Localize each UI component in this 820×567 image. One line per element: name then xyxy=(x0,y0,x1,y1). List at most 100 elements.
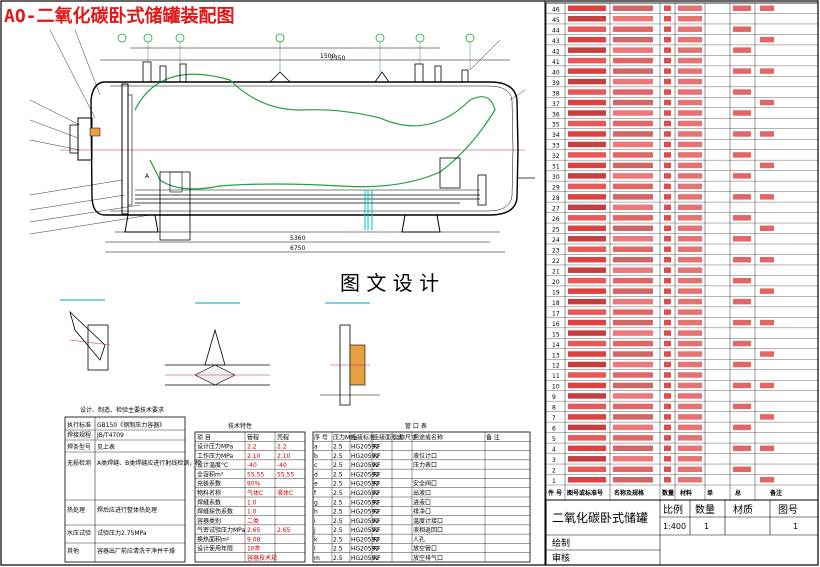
bom-row-number: 37 xyxy=(552,101,560,108)
nozzle-cell: 序 号 xyxy=(314,433,328,441)
bom-row-number: 36 xyxy=(552,111,560,118)
nozzle-cell: 2.5 xyxy=(333,462,343,469)
bom-cell-mark xyxy=(664,36,671,43)
bom-cell-mark xyxy=(733,298,751,305)
nozzle-cell: 用途或名称 xyxy=(413,433,443,441)
bom-cell-mark xyxy=(678,477,702,483)
bom-row-number: 33 xyxy=(552,143,560,150)
bom-cell-mark xyxy=(568,403,606,410)
nozzle-cell: 放空排气口 xyxy=(413,554,443,562)
tb-qty-value: 1 xyxy=(704,522,709,531)
drawing-title: AO-二氧化碳卧式储罐装配图 xyxy=(4,5,235,27)
bom-cell-mark xyxy=(733,26,751,32)
tech-cell: -40 xyxy=(277,462,287,469)
bom-cell-mark xyxy=(678,120,702,127)
bom-cell-mark xyxy=(678,256,702,263)
nozzle-cell: 2.5 xyxy=(333,481,343,488)
notes-row-label: 焊条型号 xyxy=(67,443,91,451)
bom-cell-mark xyxy=(733,382,751,389)
nozzle-cell: HG20592 xyxy=(351,490,379,497)
nozzle-cell: HG20592 xyxy=(351,444,379,451)
nozzle-cell: 2.5 xyxy=(333,555,343,562)
nozzle-cell: 2.5 xyxy=(333,444,343,451)
bom-cell-mark xyxy=(613,319,653,326)
nozzle-cell: RF xyxy=(373,518,381,525)
bom-cell-mark xyxy=(733,131,751,137)
nozzle-cell: a xyxy=(314,444,318,451)
bom-row-number: 44 xyxy=(552,27,560,34)
bom-cell-mark xyxy=(613,403,653,410)
bom-cell-mark xyxy=(568,309,606,315)
svg-text:管 口 表: 管 口 表 xyxy=(405,422,427,430)
bom-cell-mark xyxy=(568,183,606,190)
bom-cell-mark xyxy=(613,445,653,452)
bom-cell-mark xyxy=(664,382,671,389)
nozzle-cell: 放空管口 xyxy=(413,545,437,553)
nozzle-cell: RF xyxy=(373,555,381,562)
bom-cell-mark xyxy=(568,340,606,347)
bom-cell-mark xyxy=(568,246,606,252)
bom-cell-mark xyxy=(568,89,606,95)
detail-section-1 xyxy=(60,299,111,371)
channel-box xyxy=(77,117,93,161)
bom-row-number: 18 xyxy=(552,300,560,307)
bom-cell-mark xyxy=(678,152,702,158)
nozzle-cell: 2.5 xyxy=(333,527,343,534)
bom-row-number: 3 xyxy=(552,457,556,464)
bom-cell-mark xyxy=(568,277,606,284)
vessel-main-view: 1500 5360 6750 235 xyxy=(29,29,535,253)
nozzle-cell: 2.5 xyxy=(333,490,343,497)
bom-cell-mark xyxy=(613,110,653,116)
notes-row-label: 其他 xyxy=(67,547,79,555)
tech-cell: 55.55 xyxy=(277,471,294,478)
bom-cell-mark xyxy=(733,110,751,116)
nozzle-cell: HG20592 xyxy=(351,499,379,506)
bom-cell-mark xyxy=(664,99,671,106)
bom-row-number: 12 xyxy=(552,363,560,370)
bom-cell-mark xyxy=(568,162,606,169)
bom-cell-mark xyxy=(613,225,653,232)
bom-cell-mark xyxy=(613,57,653,64)
nozzle-cell: l xyxy=(314,546,316,553)
bom-header-cell: 总 xyxy=(735,489,741,497)
bom-cell-mark xyxy=(613,183,653,190)
bom-cell-mark xyxy=(613,382,653,389)
bom-cell-mark xyxy=(678,298,702,305)
tech-cell: 2.2 xyxy=(277,444,287,451)
bom-cell-mark xyxy=(664,309,671,315)
bom-cell-mark xyxy=(613,131,653,137)
bom-cell-mark xyxy=(568,319,606,326)
bom-cell-mark xyxy=(678,456,702,462)
tech-cell: 焊缝系数 xyxy=(197,498,221,506)
bom-cell-mark xyxy=(664,89,671,95)
bom-cell-mark xyxy=(664,15,671,22)
bom-cell-mark xyxy=(613,361,653,368)
nozzle-cell: 2.5 xyxy=(333,509,343,516)
nozzle-cell: HG20592 xyxy=(351,481,379,488)
bom-header-cell: 名称及规格 xyxy=(614,489,645,497)
bom-cell-mark xyxy=(678,445,702,452)
bom-row-number: 26 xyxy=(552,216,560,223)
bom-cell-mark xyxy=(664,414,671,420)
dim-bottom-3: 2350 xyxy=(330,55,345,62)
tb-checked-label: 审核 xyxy=(552,552,570,564)
bom-row-number: 21 xyxy=(552,268,560,275)
bom-table: 4645444342414039383736353433323130292827… xyxy=(545,2,819,501)
tb-scale-label: 比例 xyxy=(663,503,683,516)
bom-cell-mark xyxy=(678,36,702,43)
nozzle-cell: RF xyxy=(373,536,381,543)
nozzle-cell: 连接面形式 xyxy=(373,433,403,441)
bom-row-number: 17 xyxy=(552,310,560,317)
nozzle-cell: 2.5 xyxy=(333,499,343,506)
bom-cell-mark xyxy=(568,466,606,473)
nozzle-cell: b xyxy=(314,453,318,460)
nozzle-cell: 连接标准 xyxy=(351,433,375,441)
bom-cell-mark xyxy=(733,5,751,11)
nozzle-cell: HG20592 xyxy=(351,536,379,543)
tech-cell: 90% xyxy=(247,481,261,488)
bom-cell-mark xyxy=(568,173,606,179)
bom-cell-mark xyxy=(613,15,653,22)
bom-cell-mark xyxy=(613,309,653,315)
bom-cell-mark xyxy=(613,277,653,284)
